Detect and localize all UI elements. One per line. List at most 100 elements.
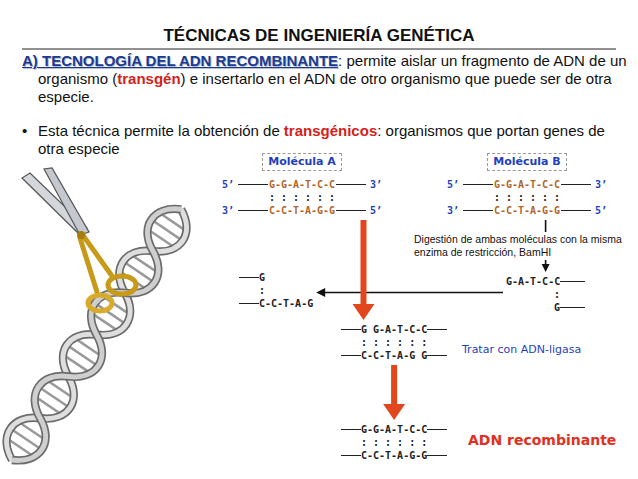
base-sequence: G xyxy=(554,301,560,314)
strand-line xyxy=(561,184,591,185)
scissors-handle xyxy=(88,295,112,311)
scissors xyxy=(22,168,136,311)
strand-row: 5’ G-G-A-T-C-C 3’ xyxy=(443,178,611,191)
strand-row: G xyxy=(239,271,313,284)
strand-row: C-C-T-A-GG xyxy=(341,349,447,362)
strand-row: C-C-T-A-G xyxy=(239,297,313,310)
helix-strand xyxy=(0,199,197,471)
strand-end-label: 3’ xyxy=(443,204,463,217)
helix-strand xyxy=(0,199,197,471)
strand-line xyxy=(427,429,447,430)
strand-end-label: 5’ xyxy=(443,178,463,191)
strand-row: 3’C-C-T-A-G-G5’ xyxy=(443,204,611,217)
spacer xyxy=(341,342,361,343)
arrowhead xyxy=(383,404,405,420)
base-sequence: C-C-T-A-G xyxy=(361,349,415,362)
strand-row: : xyxy=(239,284,313,297)
base-sequence: : : : : : : xyxy=(361,336,427,349)
key-term: transgénicos xyxy=(284,122,377,139)
base-sequence: G-G-A-T-C-C xyxy=(493,178,561,191)
key-term: transgén xyxy=(117,70,180,87)
strand-line xyxy=(239,303,259,304)
strand-row: C-C-T-A-G-G xyxy=(341,449,447,462)
strand-end-label: 5’ xyxy=(218,178,238,191)
strand-line xyxy=(341,429,361,430)
spacer xyxy=(341,442,361,443)
spacer xyxy=(367,329,373,330)
scissors-pivot xyxy=(77,231,85,239)
arrowhead xyxy=(542,264,550,272)
strand-row: : xyxy=(506,288,585,301)
strand-row: : : : : : : xyxy=(443,191,611,204)
scissors-handle xyxy=(108,276,136,294)
strand-row: G-A-T-C-C xyxy=(506,275,585,288)
strand-end-label: 3’ xyxy=(366,178,386,191)
spacer xyxy=(415,355,421,356)
strand-line xyxy=(336,184,366,185)
arrowhead xyxy=(353,304,375,320)
spacer xyxy=(506,294,554,295)
helix-strand xyxy=(0,199,197,471)
arrow-connector xyxy=(391,365,397,405)
connector-group xyxy=(353,220,375,320)
dna-fragment: G-A-T-C-C:G xyxy=(503,272,588,317)
arrow-connector xyxy=(324,292,503,294)
strand-end-label: 3’ xyxy=(591,178,611,191)
spacer xyxy=(218,197,268,198)
strand-line xyxy=(561,210,591,211)
strand-line xyxy=(427,355,447,356)
base-sequence: G-A-T-C-C xyxy=(506,275,560,288)
strand-line xyxy=(238,210,268,211)
spacer xyxy=(239,290,259,291)
molecule-label: Molécula A xyxy=(262,153,342,171)
base-sequence: G-G-A-T-C-C xyxy=(268,178,336,191)
strand-row: : : : : : : xyxy=(341,336,447,349)
strand-row: : : : : : : xyxy=(341,436,447,449)
base-sequence: C-C-T-A-G xyxy=(259,297,313,310)
base-pairing: : : : : : : xyxy=(493,191,561,204)
base-sequence: : xyxy=(259,284,265,297)
title-rule xyxy=(22,49,616,50)
strand-row: : : : : : : xyxy=(218,191,386,204)
section-heading: A) TECNOLOGÍA DEL ADN RECOMBINANTE xyxy=(22,52,338,69)
spacer xyxy=(506,307,554,308)
strand-row: 3’C-C-T-A-G-G5’ xyxy=(218,204,386,217)
helix-strand xyxy=(0,199,197,471)
bullet-mark: • xyxy=(22,122,27,140)
strand-end-label: 3’ xyxy=(218,204,238,217)
body-text: Esta técnica permite la obtención de xyxy=(38,122,280,139)
strand-line xyxy=(239,277,259,278)
strand-line xyxy=(463,210,493,211)
dna-scissors-illustration xyxy=(0,168,197,471)
edge-label: Digestión de ambas moléculas con la mism… xyxy=(412,232,631,260)
arrowhead xyxy=(316,288,325,297)
strand-row: GG-A-T-C-C xyxy=(341,323,447,336)
strand-line xyxy=(427,455,447,456)
connector-group xyxy=(383,365,405,420)
strand-line xyxy=(463,184,493,185)
label-row: Molécula A xyxy=(218,153,386,171)
base-pairing: : : : : : : xyxy=(268,191,336,204)
base-sequence: C-C-T-A-G-G xyxy=(361,449,427,462)
strand-row: G xyxy=(506,301,585,314)
strand-row: 5’ G-G-A-T-C-C 3’ xyxy=(218,178,386,191)
dna-molecule: Molécula B 5’ G-G-A-T-C-C 3’ : : : : : : 3’ C-… xyxy=(440,150,614,220)
base-sequence: C-C-T-A-G-G xyxy=(268,204,336,217)
step-note: Tratar con ADN-ligasa xyxy=(462,343,581,357)
strand-line xyxy=(341,355,361,356)
dna-molecule: Molécula A 5’ G-G-A-T-C-C 3’ : : : : : : 3’ C-… xyxy=(215,150,389,220)
strand-line xyxy=(560,307,585,308)
intro-paragraph: A) TECNOLOGÍA DEL ADN RECOMBINANTE: perm… xyxy=(22,52,628,106)
strand-row: G-G-A-T-C-C xyxy=(341,423,447,436)
strand-line xyxy=(560,281,585,282)
slide-title: TÉCNICAS DE INGENIERÍA GENÉTICA xyxy=(0,26,638,46)
label-row: Molécula B xyxy=(443,153,611,171)
base-sequence: : xyxy=(554,288,560,301)
molecule-label: Molécula B xyxy=(487,153,567,171)
base-sequence: G xyxy=(361,323,367,336)
base-sequence: C-C-T-A-G-G xyxy=(493,204,561,217)
connector-group xyxy=(316,288,503,297)
dna-helix xyxy=(0,199,197,471)
base-sequence: G-G-A-T-C-C xyxy=(361,423,427,436)
